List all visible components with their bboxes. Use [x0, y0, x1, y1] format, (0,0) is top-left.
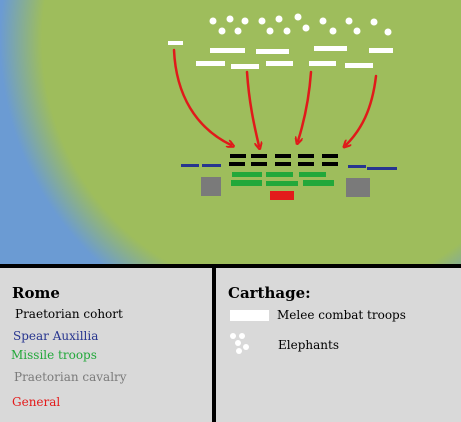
carthage-melee-unit [168, 41, 183, 45]
elephant-icon [294, 13, 302, 21]
legend-item-praetorian-cavalry: Praetorian cavalry [14, 370, 127, 384]
legend-divider-horizontal [0, 264, 461, 268]
elephant-icon [353, 27, 361, 35]
carthage-melee-unit [196, 61, 225, 66]
land-area [0, 0, 461, 266]
rome-praetorian-cavalry [201, 177, 370, 197]
legend-item-missile-troops: Missile troops [11, 348, 97, 362]
carthage-melee-unit [210, 48, 245, 53]
elephant-icon [218, 27, 226, 35]
legend-item-melee-troops: Melee combat troops [277, 308, 406, 322]
carthage-melee-unit [266, 61, 293, 66]
praetorian-cavalry-unit [201, 177, 221, 196]
praetorian-cohort-unit [275, 154, 291, 158]
carthage-melee-unit [345, 63, 373, 68]
missile-troops-unit [231, 180, 262, 186]
praetorian-cohort-unit [275, 162, 291, 166]
attack-arrow [172, 48, 231, 145]
missile-troops-unit [266, 181, 298, 186]
elephant-icon [266, 27, 274, 35]
elephant-icon [283, 27, 291, 35]
praetorian-cohort-unit [322, 154, 338, 158]
legend-divider-vertical [212, 266, 216, 422]
legend-item-general: General [12, 395, 61, 409]
legend-carthage-title: Carthage: [228, 284, 311, 302]
elephant-icon [230, 333, 249, 354]
spear-auxilia-unit [367, 167, 397, 170]
attack-arrow [346, 74, 378, 145]
elephant-icon [302, 24, 310, 32]
praetorian-cohort-unit [251, 154, 267, 158]
carthage-melee-unit [369, 48, 393, 53]
elephant-icon [226, 15, 234, 23]
missile-troops-unit [266, 172, 293, 177]
elephant-icon [370, 18, 378, 26]
attack-arrows [172, 48, 378, 146]
attack-arrow [298, 70, 313, 141]
elephant-icon [209, 17, 217, 25]
elephant-icon [275, 15, 283, 23]
elephant-icon [319, 17, 327, 25]
spear-auxilia-unit [202, 164, 221, 167]
elephant-icon [384, 28, 392, 36]
praetorian-cohort-unit [251, 162, 267, 166]
carthage-melee-unit [309, 61, 336, 66]
carthage-melee-troops [168, 41, 393, 69]
praetorian-cohort-unit [230, 154, 246, 158]
praetorian-cohort-unit [322, 162, 338, 166]
legend-item-praetorian-cohort: Praetorian cohort [15, 307, 123, 321]
elephant-icon [258, 17, 266, 25]
missile-troops-unit [232, 172, 262, 177]
elephant-icon [329, 27, 337, 35]
missile-troops-unit [303, 180, 334, 186]
legend-rome-title: Rome [12, 284, 60, 302]
battle-map [0, 0, 461, 266]
rome-general-unit [270, 191, 294, 200]
praetorian-cohort-unit [298, 162, 314, 166]
rome-praetorian-cohorts [229, 154, 338, 166]
praetorian-cohort-unit [229, 162, 245, 166]
elephant-icon [234, 27, 242, 35]
missile-troops-unit [299, 172, 326, 177]
praetorian-cohort-unit [298, 154, 314, 158]
attack-arrow [245, 70, 259, 146]
carthage-melee-unit [231, 64, 259, 69]
spear-auxilia-unit [348, 165, 366, 168]
melee-troops-swatch [230, 310, 269, 321]
legend-item-spear-auxilia: Spear Auxillia [13, 329, 99, 343]
praetorian-cavalry-unit [346, 178, 370, 197]
carthage-melee-unit [314, 46, 347, 51]
legend-item-elephants: Elephants [278, 338, 339, 352]
spear-auxilia-unit [181, 164, 199, 167]
rome-spear-auxilia [181, 164, 397, 170]
elephant-icon [345, 17, 353, 25]
carthage-melee-unit [256, 49, 289, 54]
elephant-icon [241, 17, 249, 25]
rome-missile-troops [231, 172, 334, 186]
carthage-elephants [209, 13, 392, 36]
